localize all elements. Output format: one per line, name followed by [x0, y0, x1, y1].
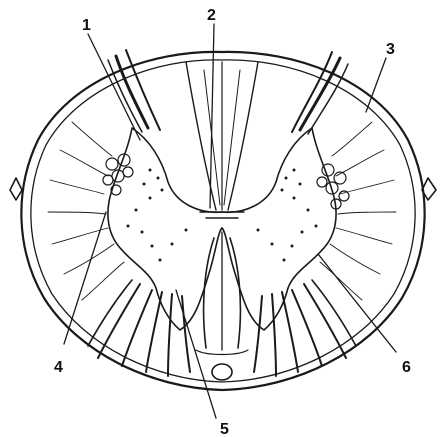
ventral-rootlets-left [88, 280, 190, 376]
callout-6: 6 [402, 359, 411, 376]
dorsal-root-right [292, 52, 348, 134]
cord-outline [10, 52, 436, 390]
ventral-rootlets-right [254, 280, 356, 376]
leader-line-4 [64, 212, 106, 344]
callout-3: 3 [386, 41, 395, 58]
anterior-median-fissure [196, 232, 248, 380]
posterior-median-septum [186, 62, 258, 210]
callout-2: 2 [207, 7, 216, 24]
callout-5: 5 [220, 421, 229, 437]
dorsal-horn-right-cells [317, 164, 349, 209]
callout-1: 1 [82, 17, 91, 34]
callout-4: 4 [54, 359, 63, 376]
leader-line-1 [88, 34, 140, 140]
leader-line-3 [366, 58, 386, 112]
